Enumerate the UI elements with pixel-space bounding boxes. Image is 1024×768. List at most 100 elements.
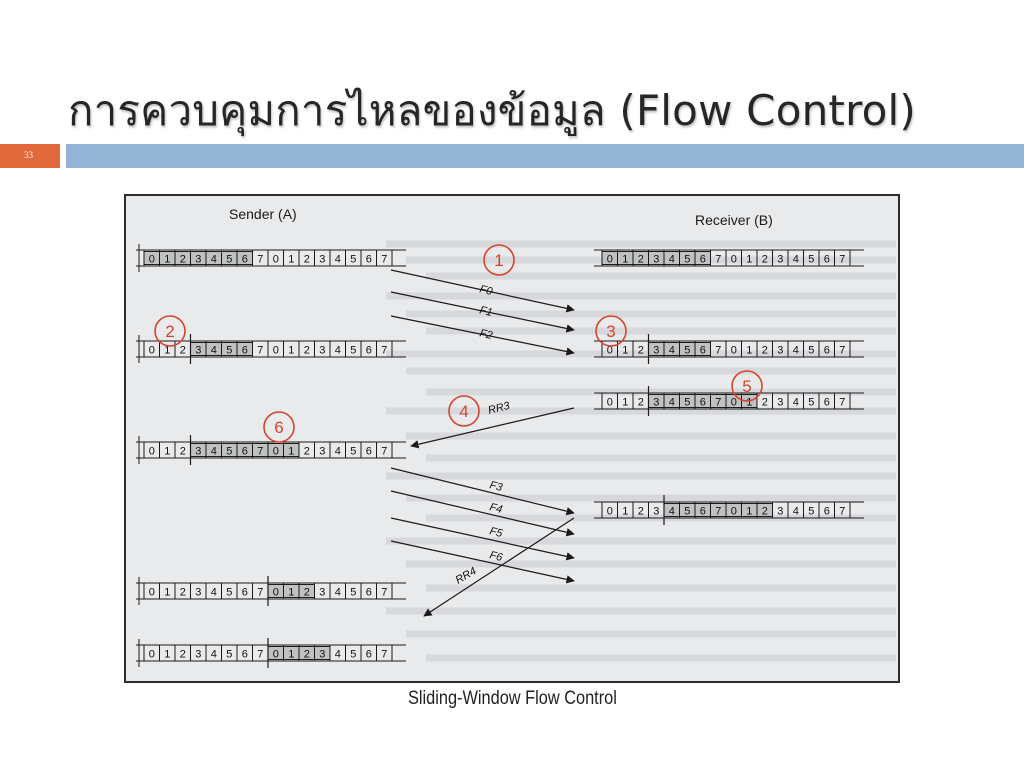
sequence-number: 0	[273, 587, 279, 599]
header-bar	[66, 144, 1024, 168]
sequence-number: 0	[731, 345, 737, 357]
sequence-number: 1	[622, 397, 628, 409]
sequence-number: 2	[304, 649, 310, 661]
sequence-number: 6	[366, 587, 372, 599]
sequence-number: 1	[288, 587, 294, 599]
sequence-number: 7	[257, 446, 263, 458]
sequence-number: 7	[715, 345, 721, 357]
sequence-number: 4	[335, 345, 341, 357]
sequence-number: 2	[304, 587, 310, 599]
sequence-number: 3	[777, 506, 783, 518]
sequence-number: 1	[746, 506, 752, 518]
step-number-circle: 3	[595, 315, 627, 347]
sequence-number: 3	[653, 254, 659, 266]
sequence-number: 2	[180, 254, 186, 266]
sequence-number: 2	[304, 254, 310, 266]
sequence-number: 3	[195, 446, 201, 458]
arrow-rr4	[423, 517, 575, 617]
sequence-number: 5	[808, 397, 814, 409]
sequence-number: 0	[273, 649, 279, 661]
sequence-number: 3	[319, 345, 325, 357]
sequence-number: 5	[226, 254, 232, 266]
sequence-number: 0	[273, 446, 279, 458]
sequence-number: 3	[319, 254, 325, 266]
message-label: F5	[488, 525, 504, 540]
sequence-number: 2	[638, 254, 644, 266]
message-label: F1	[478, 304, 493, 319]
sequence-number: 7	[839, 397, 845, 409]
sequence-number: 0	[731, 254, 737, 266]
sequence-number: 6	[700, 345, 706, 357]
sequence-number: 7	[381, 446, 387, 458]
sequence-number: 3	[319, 649, 325, 661]
sequence-number: 0	[149, 345, 155, 357]
sequence-number: 7	[839, 345, 845, 357]
sequence-number: 5	[226, 446, 232, 458]
step-number-circle: 5	[731, 370, 763, 402]
sequence-number: 2	[762, 345, 768, 357]
step-number-circle: 4	[448, 395, 480, 427]
sequence-number: 6	[366, 649, 372, 661]
sequence-number: 1	[622, 506, 628, 518]
sequence-number: 4	[211, 587, 217, 599]
sequence-number: 3	[777, 397, 783, 409]
sequence-number: 6	[242, 587, 248, 599]
sequence-number: 1	[288, 254, 294, 266]
sequence-number: 7	[381, 254, 387, 266]
sequence-number: 1	[746, 397, 752, 409]
sequence-number: 5	[684, 345, 690, 357]
sequence-number: 1	[288, 345, 294, 357]
sequence-number: 4	[211, 345, 217, 357]
sequence-number: 0	[731, 397, 737, 409]
sequence-number: 4	[669, 345, 675, 357]
sequence-number: 7	[715, 254, 721, 266]
sequence-number: 0	[731, 506, 737, 518]
arrow-f6	[390, 540, 575, 584]
sequence-number: 0	[149, 587, 155, 599]
sequence-number: 7	[257, 345, 263, 357]
sequence-number: 0	[607, 254, 613, 266]
step-number-circle: 6	[263, 411, 295, 443]
sequence-number: 5	[808, 254, 814, 266]
message-label: F0	[478, 283, 494, 298]
sequence-number: 6	[700, 397, 706, 409]
sequence-number: 5	[684, 506, 690, 518]
sequence-number: 2	[762, 506, 768, 518]
figure-caption-text: Sliding-Window Flow Control	[407, 688, 617, 709]
sequence-number: 7	[257, 254, 263, 266]
sequence-number: 4	[211, 446, 217, 458]
sequence-number: 4	[793, 397, 799, 409]
sequence-number: 6	[700, 254, 706, 266]
sequence-number: 7	[257, 649, 263, 661]
sequence-number: 0	[607, 397, 613, 409]
arrow-f4	[390, 490, 575, 537]
sequence-number: 3	[777, 345, 783, 357]
sequence-number: 5	[226, 587, 232, 599]
sequence-number: 3	[653, 345, 659, 357]
message-label: F6	[488, 549, 504, 564]
arrow-f5	[390, 517, 575, 561]
sequence-number: 5	[226, 649, 232, 661]
message-label: F3	[488, 479, 504, 494]
sequence-number: 2	[180, 587, 186, 599]
sequence-number: 0	[149, 446, 155, 458]
step-number-circle: 2	[154, 315, 186, 347]
sequence-number: 4	[793, 506, 799, 518]
sequence-number: 3	[653, 397, 659, 409]
sequence-number: 4	[335, 254, 341, 266]
message-label: F2	[478, 327, 493, 342]
svg-text:1: 1	[494, 251, 503, 270]
sequence-number: 4	[669, 397, 675, 409]
sequence-number: 5	[350, 446, 356, 458]
sequence-number: 4	[335, 649, 341, 661]
slide-number: 33	[24, 150, 33, 160]
sequence-number: 1	[746, 254, 752, 266]
figure-caption: Sliding-Window Flow Control	[0, 688, 1024, 710]
